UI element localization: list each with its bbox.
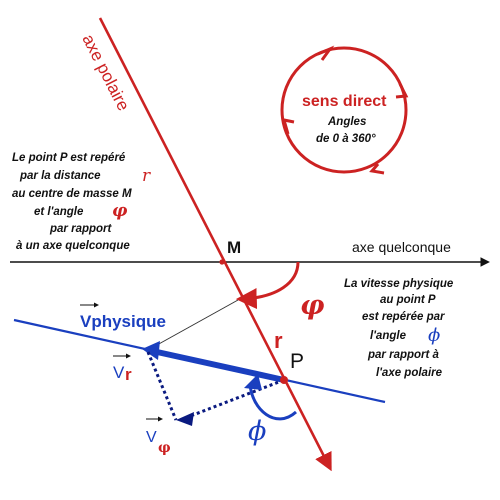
phi-angle-arc: [235, 261, 300, 310]
left-note-line5: par rapport: [49, 223, 113, 235]
point-p-dot: [280, 376, 288, 384]
point-m-dot: [219, 259, 225, 265]
right-note-line1: La vitesse physique: [344, 278, 454, 290]
direction-arrow-left: [281, 118, 295, 135]
right-note-line5: par rapport à: [367, 349, 440, 361]
left-note-line6: à un axe quelconque: [16, 240, 130, 252]
direction-title: sens direct: [302, 93, 387, 110]
vr-arrowhead: [142, 341, 160, 360]
left-note-line2: par la distance: [19, 170, 101, 182]
right-note-line4: l'angle: [370, 330, 407, 342]
direction-subtitle-1: Angles: [327, 116, 366, 128]
phi-label: φ: [300, 290, 325, 321]
right-note-line2: au point P: [380, 294, 436, 306]
big-phi-angle-arc: [248, 383, 298, 421]
direction-subtitle-2: de 0 à 360°: [316, 133, 376, 145]
r-label: r: [274, 328, 283, 353]
direction-arrow-right: [395, 83, 409, 99]
vphysique-label: Vphysique: [80, 312, 166, 331]
right-note-line3: est repérée par: [362, 311, 445, 323]
left-note-line2-symbol: r: [142, 166, 151, 186]
big-phi-arrowhead: [244, 374, 262, 390]
vr-label-sub: r: [125, 365, 132, 384]
big-phi-label: ϕ: [248, 416, 266, 447]
direction-circle: [280, 46, 408, 174]
construction-line: [147, 299, 239, 351]
vr-label-main: V: [113, 363, 125, 382]
point-m-label: M: [227, 238, 241, 257]
vphi-arrowhead: [176, 412, 194, 426]
direction-arrow-top: [317, 45, 335, 61]
point-p-label: P: [290, 350, 304, 373]
direction-arrow-bottom: [369, 163, 385, 175]
vphi-label-sub: φ: [158, 440, 171, 456]
left-note-line4-symbol: φ: [112, 201, 128, 221]
right-note-line6: l'axe polaire: [376, 367, 443, 379]
right-note-line4-symbol: ϕ: [428, 325, 440, 346]
dotted-line-to-p: [179, 378, 285, 422]
any-axis-label: axe quelconque: [352, 239, 451, 255]
dotted-line-vertical: [146, 351, 178, 421]
polar-axis-label: axe polaire: [78, 31, 133, 114]
left-note-line1: Le point P est repéré: [12, 152, 126, 164]
vr-vector: [147, 347, 285, 383]
left-note-line4: et l'angle: [34, 206, 84, 218]
polar-axis-line: [98, 17, 332, 472]
left-note-line3: au centre de masse M: [12, 188, 132, 200]
vphi-label-main: V: [146, 429, 157, 446]
